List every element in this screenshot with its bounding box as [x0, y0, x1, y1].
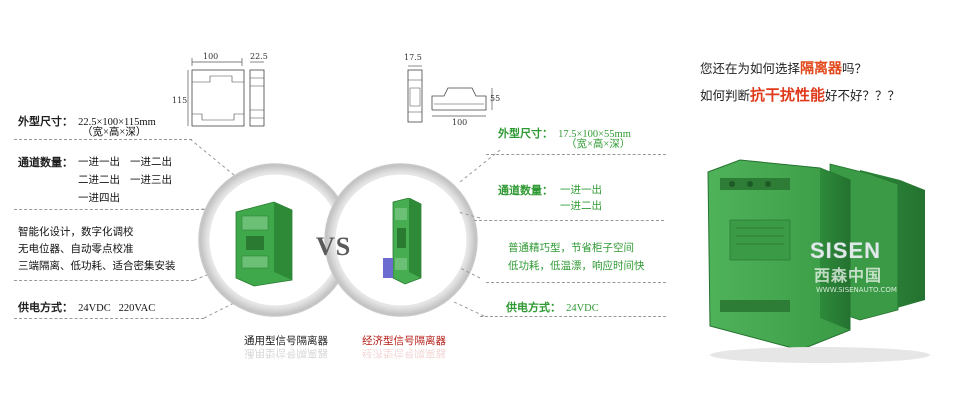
- left-channel-item: 二进二出: [78, 174, 120, 186]
- economy-isolator-image: [383, 198, 422, 285]
- right-power-value: 24VDC: [566, 303, 599, 314]
- right-size-label: 外型尺寸：: [498, 127, 553, 140]
- left-dim-depth: 22.5: [250, 52, 268, 61]
- left-channel-item: 一进二出: [130, 156, 172, 168]
- left-feature: 三端隔离、低功耗、适合密集安装: [18, 260, 176, 272]
- left-size-row: 外型尺寸： 22.5×100×115mm: [18, 110, 156, 129]
- right-divider-2: [474, 220, 664, 221]
- right-dim-height: 55: [490, 94, 501, 103]
- right-connector-lines: [453, 149, 501, 317]
- right-divider-4: [480, 316, 666, 317]
- left-divider-1: [14, 139, 192, 140]
- left-channel-item: 一进四出: [78, 192, 120, 204]
- left-power-label: 供电方式：: [18, 301, 73, 314]
- left-divider-2: [14, 209, 204, 210]
- right-feature: 低功耗，低温漂，响应时间快: [508, 260, 645, 272]
- left-feature: 无电位器、自动零点校准: [18, 243, 134, 255]
- watermark-site: WWW.SISENAUTO.COM: [816, 286, 897, 294]
- left-size-value: 22.5×100×115mm: [78, 117, 156, 128]
- universal-isolator-caption-reflection: 通用型信号隔离器: [244, 347, 328, 359]
- headline-2-post: 好不好？？？: [825, 88, 901, 103]
- right-size-unit: （宽×高×深）: [566, 139, 631, 150]
- left-channel-item: 一进一出: [78, 156, 120, 168]
- left-divider-3: [14, 280, 194, 281]
- right-channel-item: 一进二出: [560, 200, 602, 212]
- left-divider-4: [14, 318, 204, 319]
- headline-1-pre: 您还在为如何选择: [700, 61, 801, 76]
- right-divider-1: [486, 154, 666, 155]
- headline-2-highlight: 抗干扰性能: [750, 86, 826, 104]
- left-dim-width: 100: [203, 52, 219, 61]
- economy-isolator-caption-reflection: 经济型信号隔离器: [362, 347, 446, 359]
- right-dimension-drawing: [407, 65, 493, 123]
- right-divider-3: [486, 282, 666, 283]
- left-channels-label: 通道数量：: [18, 156, 73, 169]
- universal-isolator-caption: 通用型信号隔离器: [244, 335, 328, 347]
- left-dimension-drawing: [187, 58, 265, 127]
- right-dim-length: 100: [452, 118, 468, 127]
- right-channel-item: 一进一出: [560, 184, 602, 196]
- headline-1-highlight: 隔离器: [800, 61, 843, 77]
- headline-2-pre: 如何判断: [700, 88, 751, 103]
- right-feature: 普通精巧型，节省柜子空间: [508, 242, 634, 254]
- vs-mark: VS: [316, 232, 352, 261]
- right-size-value: 17.5×100×55mm: [558, 129, 631, 140]
- headline-line-1: 您还在为如何选择隔离器吗？: [700, 58, 867, 78]
- left-size-label: 外型尺寸：: [18, 115, 73, 128]
- universal-isolator-image: [235, 201, 293, 287]
- right-power-row: 供电方式： 24VDC: [506, 296, 599, 315]
- right-size-row: 外型尺寸： 17.5×100×55mm: [498, 122, 631, 141]
- right-power-label: 供电方式：: [506, 301, 561, 314]
- headline-1-post: 吗？: [842, 61, 868, 76]
- left-size-unit: （宽×高×深）: [82, 127, 147, 138]
- left-power-row: 供电方式： 24VDC 220VAC: [18, 296, 155, 315]
- left-feature: 智能化设计，数字化调校: [18, 226, 134, 238]
- headline-line-2: 如何判断抗干扰性能好不好？？？: [700, 84, 900, 105]
- right-channels-label: 通道数量：: [498, 184, 553, 197]
- watermark-brand-cn: 西森中国: [814, 266, 883, 285]
- right-dim-width: 17.5: [404, 53, 422, 62]
- economy-isolator-caption: 经济型信号隔离器: [362, 335, 446, 347]
- left-channel-item: 一进三出: [130, 174, 172, 186]
- left-power-value: 24VDC 220VAC: [78, 303, 156, 314]
- isolator-product-photo: [707, 159, 930, 363]
- left-dim-height: 115: [172, 96, 188, 105]
- watermark-brand: SISEN: [810, 238, 882, 263]
